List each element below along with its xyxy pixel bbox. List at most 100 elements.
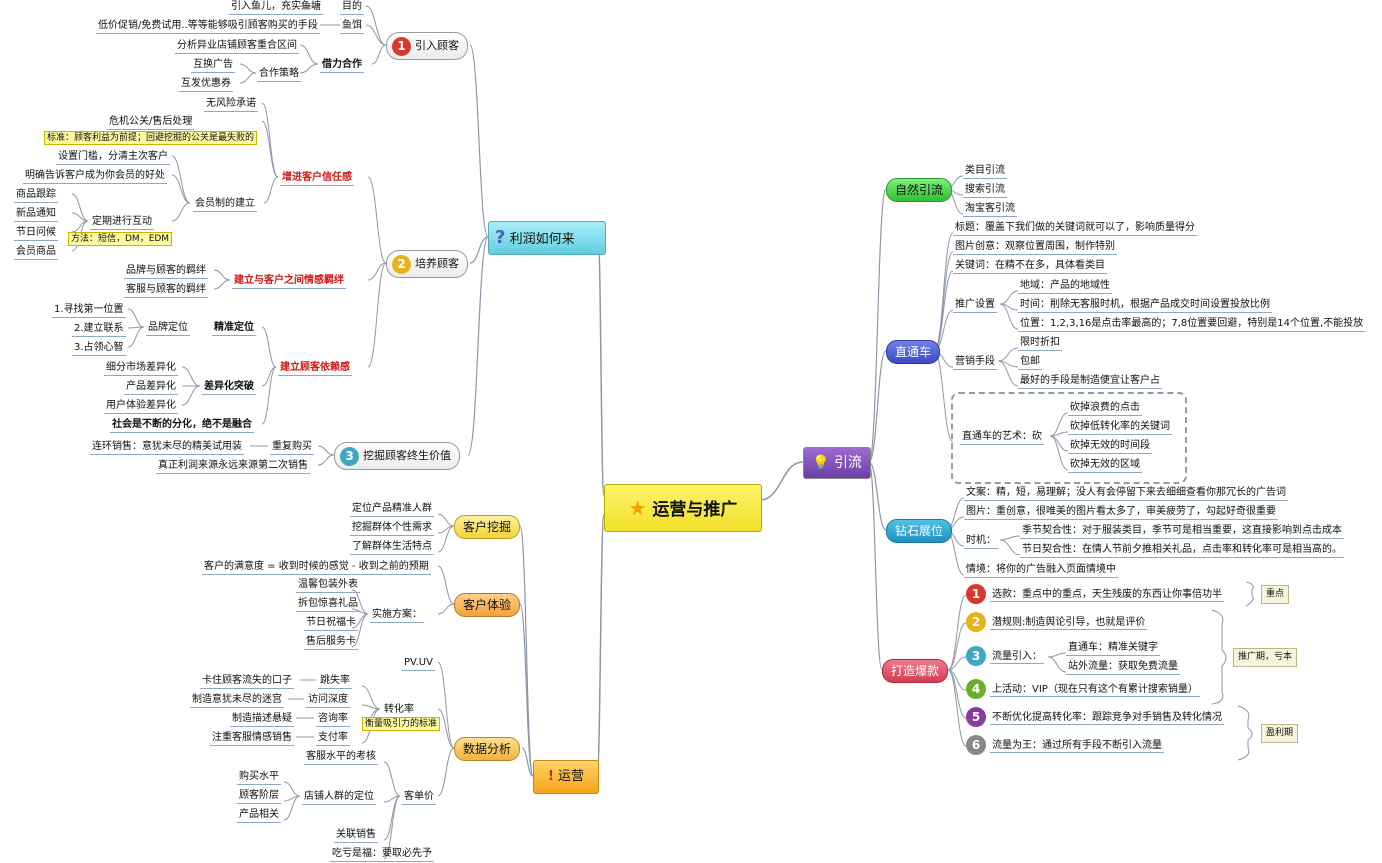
connector bbox=[283, 795, 301, 821]
kehutiyan-topic[interactable]: 客户体验 bbox=[454, 593, 521, 617]
unitprice-service: 客服水平的考核 bbox=[304, 750, 378, 765]
star-icon: ★ bbox=[628, 496, 647, 520]
ztc-promo-item: 时间：削除无客服时机，根据产品成交时间设置投放比例 bbox=[1018, 298, 1272, 313]
connector bbox=[997, 360, 1019, 387]
crowd-item: 购买水平 bbox=[237, 770, 281, 785]
connector bbox=[367, 262, 387, 281]
number-badge: 4 bbox=[966, 679, 986, 699]
connector bbox=[351, 589, 369, 615]
precise-item: 1.寻找第一位置 bbox=[52, 303, 126, 318]
connector bbox=[261, 366, 277, 425]
connector bbox=[597, 236, 605, 496]
interact-item: 节日问候 bbox=[14, 226, 58, 241]
connector bbox=[171, 155, 191, 204]
connector bbox=[868, 461, 887, 531]
crowd-item: 产品相关 bbox=[237, 808, 281, 823]
member-benefit: 明确告诉客户成为你会员的好处 bbox=[23, 169, 167, 184]
ztc-promo: 推广设置 bbox=[953, 298, 997, 313]
shuju-topic[interactable]: 数据分析 bbox=[454, 737, 521, 761]
number-badge: 2 bbox=[392, 254, 411, 274]
precise-brand: 品牌定位 bbox=[146, 321, 190, 336]
connector bbox=[317, 445, 335, 456]
connector bbox=[437, 513, 455, 527]
ztc-marketing-item: 最好的手段是制造便宜让客户占 bbox=[1018, 374, 1162, 389]
connector bbox=[261, 120, 279, 178]
connector bbox=[351, 613, 369, 648]
connector bbox=[999, 535, 1021, 541]
connector bbox=[181, 385, 201, 406]
connector bbox=[383, 795, 401, 803]
diff-label: 差异化突破 bbox=[202, 380, 256, 395]
unitprice-loss: 吃亏是福：要取必先予 bbox=[330, 847, 434, 862]
connector bbox=[437, 708, 455, 749]
interact-method-note: 方法：短信，DM，EDM bbox=[68, 232, 173, 246]
conv-item-label: 咨询率 bbox=[316, 712, 350, 727]
conv-item-text: 制造描述悬疑 bbox=[230, 712, 294, 727]
bk-traffic-item: 直通车：精准关键字 bbox=[1066, 641, 1160, 656]
kehutiyan-formula: 客户的满意度 = 收到时候的感觉 - 收到之前的预期 bbox=[202, 560, 431, 575]
yunying-topic[interactable]: ! 运营 bbox=[533, 760, 599, 794]
kehuwajue-item: 挖掘群体个性需求 bbox=[350, 521, 434, 536]
kehuwajue-item: 定位产品精准人群 bbox=[350, 502, 434, 517]
yinru-bait-text: 低价促销/免费试用..等等能够吸引顾客购买的手段 bbox=[96, 19, 320, 34]
lirun-topic[interactable]: ? 利润如何来 bbox=[488, 221, 606, 255]
ziran-topic[interactable]: 自然引流 bbox=[886, 178, 953, 202]
diff-item: 产品差异化 bbox=[124, 380, 178, 395]
wajue-repeat-text: 连环销售：意犹未尽的精美试用装 bbox=[90, 440, 244, 455]
jieli-item: 互发优惠券 bbox=[179, 77, 233, 92]
connector bbox=[1047, 652, 1067, 658]
jieli-strategy: 合作策略 bbox=[257, 67, 301, 82]
ztc-keyword: 关键词：在精不在多，具体看类目 bbox=[953, 259, 1107, 274]
connector bbox=[127, 326, 145, 348]
ztc-marketing-item: 限时折扣 bbox=[1018, 336, 1062, 351]
connector bbox=[519, 603, 534, 777]
connector bbox=[263, 176, 279, 204]
ztc-art: 直通车的艺术：砍 bbox=[960, 430, 1044, 445]
trust-label: 增进客户信任感 bbox=[280, 171, 354, 186]
diff-item: 细分市场差异化 bbox=[104, 361, 178, 376]
connector bbox=[947, 669, 967, 747]
zuanshi-topic[interactable]: 钻石展位 bbox=[886, 519, 953, 543]
connector bbox=[596, 514, 605, 777]
kehuwajue-topic[interactable]: 客户挖掘 bbox=[454, 515, 521, 539]
connector bbox=[283, 781, 301, 797]
ztc-art-item: 砍掉浪费的点击 bbox=[1068, 401, 1142, 416]
baokuan-topic[interactable]: 打造爆款 bbox=[882, 659, 949, 683]
zhitongche-topic[interactable]: 直通车 bbox=[886, 340, 941, 364]
yinliu-topic[interactable]: 💡 引流 bbox=[803, 447, 871, 479]
number-badge: 1 bbox=[966, 584, 986, 604]
number-badge: 2 bbox=[966, 612, 986, 632]
yinru-goal: 目的 bbox=[340, 0, 364, 15]
zs-timing-item: 节日契合性：在情人节前夕推相关礼品，点击率和转化率可是相当高的。 bbox=[1020, 543, 1344, 558]
kehutiyan-item: 售后服务卡 bbox=[304, 635, 358, 650]
connector bbox=[999, 539, 1021, 556]
interact-item: 新品通知 bbox=[14, 207, 58, 222]
central-topic[interactable]: ★ 运营与推广 bbox=[604, 484, 762, 532]
shuju-pvuv: PV.UV bbox=[402, 656, 435, 671]
number-badge: 3 bbox=[966, 646, 986, 666]
connector bbox=[868, 188, 887, 463]
jieli-label: 借力合作 bbox=[320, 58, 364, 73]
connector bbox=[365, 24, 387, 46]
unitprice-related: 关联销售 bbox=[334, 828, 378, 843]
connector bbox=[521, 747, 534, 777]
number-badge: 3 bbox=[340, 446, 359, 466]
ztc-art-item: 砍掉低转化率的关键词 bbox=[1068, 420, 1172, 435]
zs-scene: 情境：将你的广告融入页面情境中 bbox=[964, 563, 1118, 578]
connector bbox=[437, 525, 455, 553]
wajue-repeat: 重复购买 bbox=[270, 440, 314, 455]
connector bbox=[467, 236, 489, 456]
connector bbox=[213, 279, 231, 290]
connector bbox=[1245, 581, 1254, 607]
crowd-item: 顾客阶层 bbox=[237, 789, 281, 804]
connector bbox=[127, 308, 145, 328]
ztc-marketing: 营销手段 bbox=[953, 355, 997, 370]
ztc-title: 标题：覆盖下我们做的关键词就可以了，影响质量得分 bbox=[953, 221, 1197, 236]
